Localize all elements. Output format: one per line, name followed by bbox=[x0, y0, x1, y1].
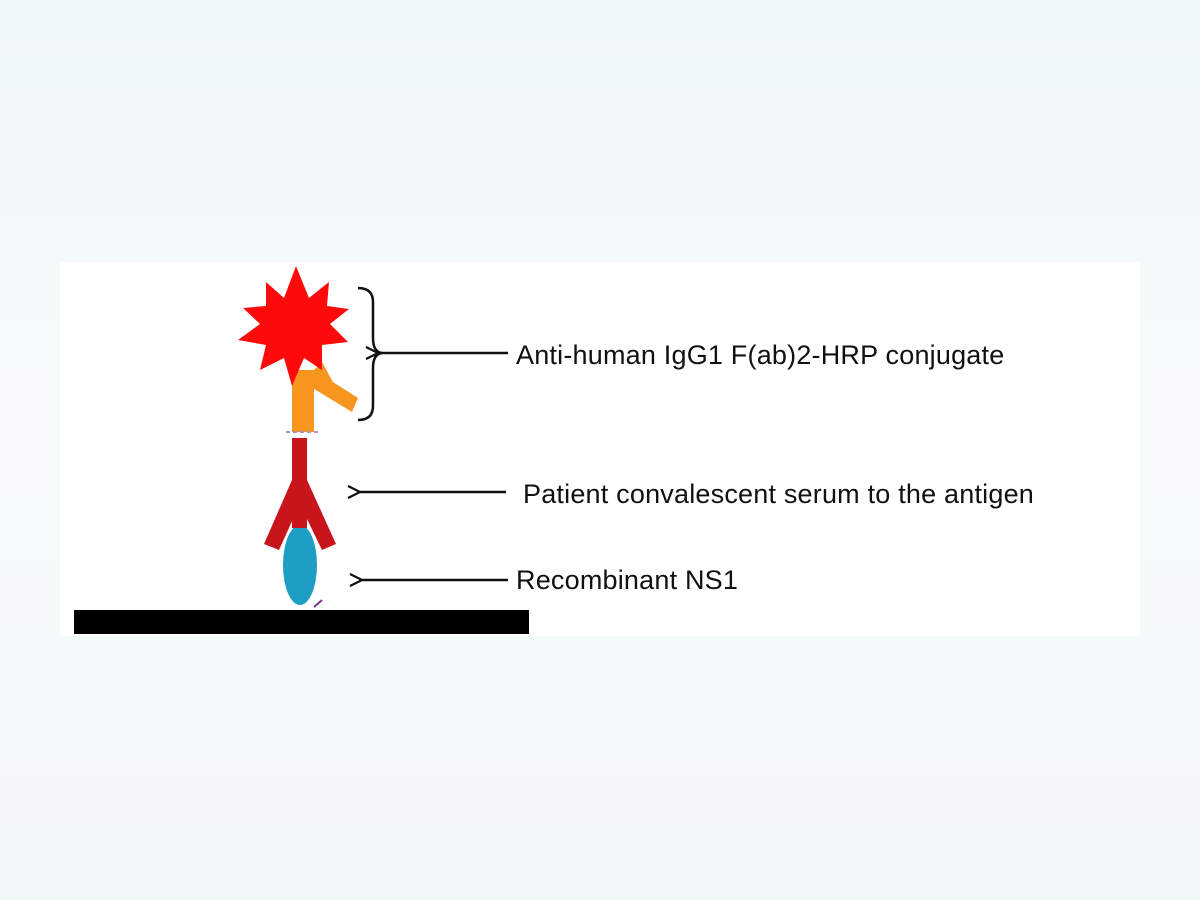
ns1-label: Recombinant NS1 bbox=[516, 565, 739, 595]
plate-surface bbox=[74, 610, 529, 634]
ns1-antigen bbox=[283, 525, 317, 605]
antigen-anchor-mark bbox=[313, 599, 323, 608]
conjugate-label: Anti-human IgG1 F(ab)2-HRP conjugate bbox=[516, 340, 1005, 370]
hrp-star-icon bbox=[238, 266, 349, 386]
elisa-diagram bbox=[74, 266, 529, 634]
serum-label: Patient convalescent serum to the antige… bbox=[523, 479, 1035, 509]
secondary-antibody bbox=[292, 362, 358, 432]
primary-antibody bbox=[264, 438, 336, 550]
figure-panel: Anti-human IgG1 F(ab)2-HRP conjugate Pat… bbox=[60, 262, 1140, 636]
